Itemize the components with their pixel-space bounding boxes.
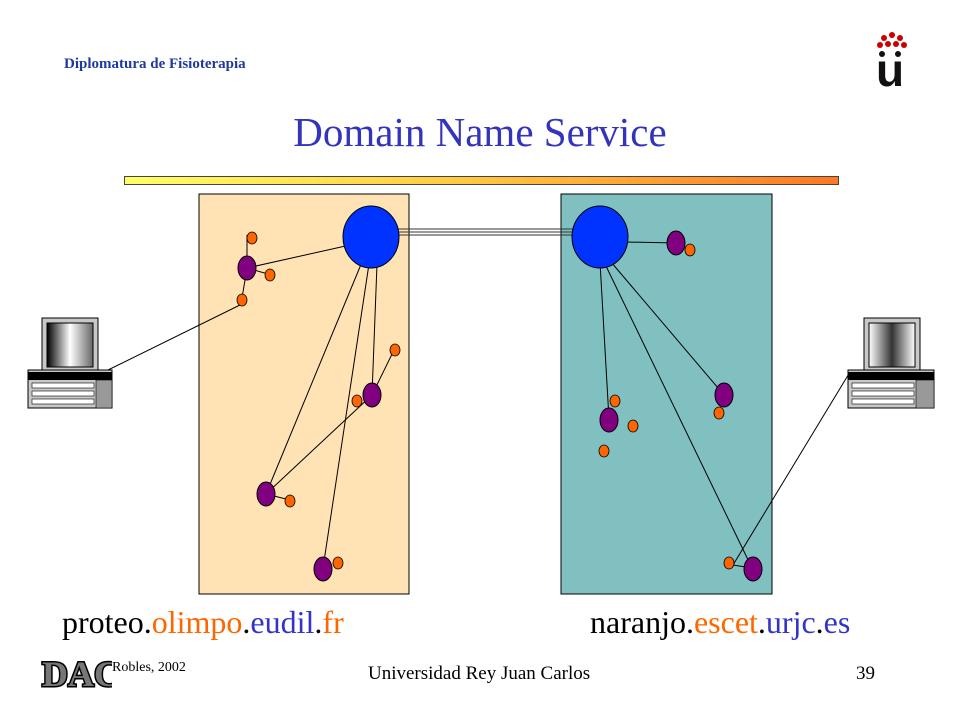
leaf-node	[389, 343, 401, 357]
hostname-dot: .	[143, 604, 152, 640]
right-computer-terminal-icon	[847, 317, 935, 409]
network-node	[599, 407, 619, 433]
footer-author: Robles, 2002	[112, 660, 186, 675]
left-leaves	[236, 231, 401, 570]
leaf-node	[246, 231, 258, 245]
hostname-dot: .	[815, 604, 824, 640]
hostname-dot: .	[757, 604, 766, 640]
dac-logo: DAC DAC	[40, 652, 112, 692]
right-leaves	[598, 243, 735, 570]
leaf-node	[598, 444, 610, 458]
hostname-dot: .	[314, 604, 323, 640]
right-nodes	[599, 230, 763, 582]
left-hostname: proteo.olimpo.eudil.fr	[62, 604, 344, 641]
hostname-dot: .	[242, 604, 251, 640]
leaf-node	[684, 243, 696, 257]
network-node	[666, 230, 686, 256]
hostname-part: urjc	[765, 604, 816, 640]
left-router-icon	[342, 205, 400, 269]
router-link	[398, 228, 573, 236]
hostname-part: es	[823, 604, 851, 640]
leaf-node	[236, 293, 248, 307]
network-node	[256, 481, 276, 507]
network-node	[743, 556, 763, 582]
leaf-node	[713, 406, 725, 420]
right-hostname: naranjo.escet.urjc.es	[590, 604, 850, 641]
hostname-part: escet	[693, 604, 758, 640]
slide-title: Domain Name Service	[293, 109, 667, 155]
network-node	[362, 382, 382, 408]
leaf-node	[723, 556, 735, 570]
hostname-part: naranjo	[590, 604, 686, 640]
hostname-part: eudil	[250, 604, 315, 640]
network-node	[313, 556, 333, 582]
leaf-node	[332, 556, 344, 570]
leaf-node	[351, 394, 363, 408]
hostname-part: proteo	[62, 604, 144, 640]
leaf-node	[284, 494, 296, 508]
hostname-part: fr	[322, 604, 344, 640]
leaf-node	[627, 419, 639, 433]
dac-logo-text: DAC	[42, 654, 112, 692]
page-number: 39	[856, 663, 875, 684]
right-router-icon	[571, 205, 629, 269]
title-underline-bar	[124, 176, 839, 185]
course-name: Diplomatura de Fisioterapia	[64, 56, 246, 72]
left-computer-terminal-icon	[27, 317, 113, 409]
network-node	[714, 382, 734, 408]
dac-logo-text-fill: DAC	[42, 654, 112, 692]
footer-university: Universidad Rey Juan Carlos	[368, 663, 591, 684]
network-node	[237, 255, 257, 281]
right-links	[599, 241, 851, 569]
hostname-dot: .	[685, 604, 694, 640]
leaf-node	[264, 268, 276, 282]
leaf-node	[609, 394, 621, 408]
urjc-logo: u	[876, 32, 907, 90]
left-nodes	[237, 255, 382, 582]
hostname-part: olimpo	[151, 604, 243, 640]
